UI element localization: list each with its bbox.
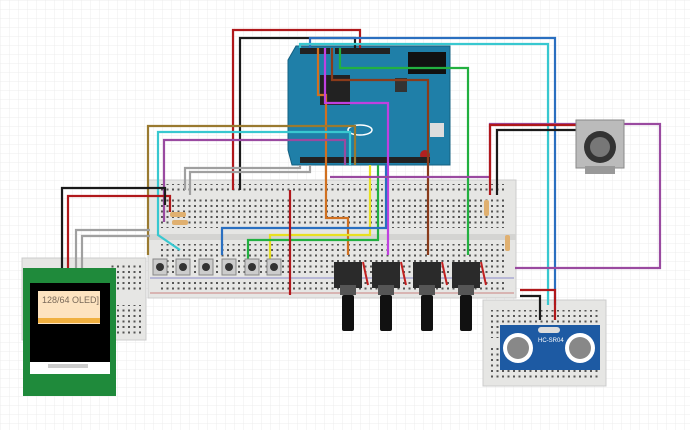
wire-magenta: [323, 48, 390, 255]
push-button: [175, 258, 191, 276]
midi-jack: [575, 119, 625, 174]
wire-red2: [488, 123, 590, 195]
wire-yellow: [268, 165, 372, 260]
arduino-board: [287, 45, 451, 166]
potentiometer: [334, 261, 369, 331]
wire-gray4: [80, 234, 150, 268]
wire-blue2: [220, 165, 388, 255]
wires: [60, 28, 662, 320]
wire-gray2: [188, 165, 312, 195]
wire-cyan: [298, 42, 550, 305]
wire-black3: [60, 186, 167, 268]
wire-red5: [520, 288, 557, 320]
push-buttons: [152, 258, 282, 276]
push-button: [244, 258, 260, 276]
potentiometer: [452, 261, 487, 331]
wire-red3: [66, 194, 172, 268]
potentiometer: [372, 261, 407, 331]
oled-label: 128/64 OLED]: [42, 295, 99, 305]
push-button: [266, 258, 282, 276]
push-button: [198, 258, 214, 276]
wire-olive: [146, 124, 357, 255]
wire-green: [338, 48, 470, 255]
ultrasonic-sensor: HC-SR04: [500, 325, 600, 370]
wire-gray: [183, 165, 302, 190]
wire-black2: [495, 128, 585, 195]
potentiometers: [334, 261, 487, 331]
potentiometer: [413, 261, 448, 331]
push-button: [221, 258, 237, 276]
wire-brown: [330, 48, 430, 255]
wire-black4: [520, 294, 542, 320]
wire-cyan2: [156, 130, 352, 251]
sensor-label: HC-SR04: [538, 338, 564, 344]
wire-purple: [162, 138, 347, 222]
wire-green2: [246, 165, 380, 260]
wire-orange: [316, 48, 350, 255]
wire-gray3: [74, 228, 150, 268]
resistors: [170, 200, 510, 251]
push-button: [152, 258, 168, 276]
oled-display: 128/64 OLED]: [23, 268, 116, 396]
